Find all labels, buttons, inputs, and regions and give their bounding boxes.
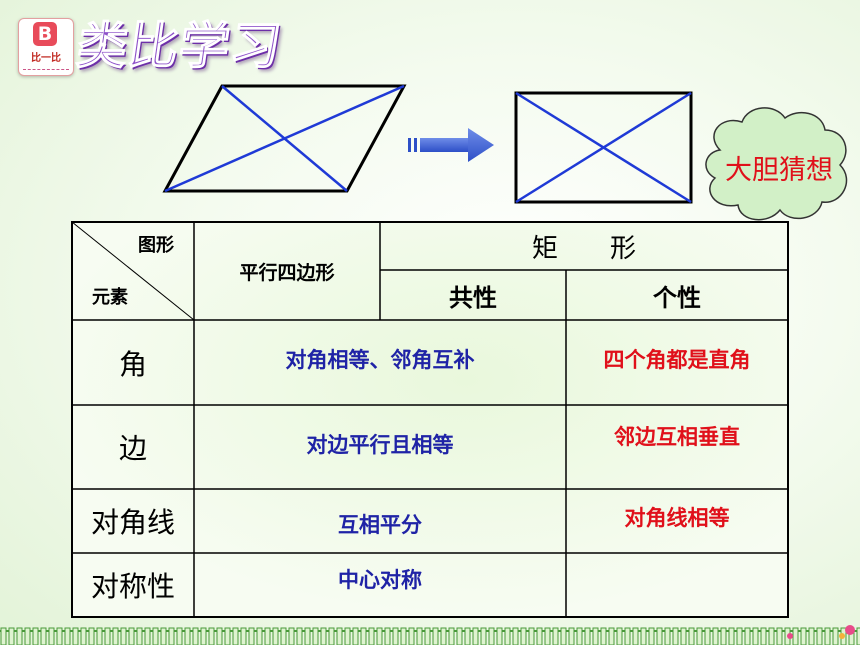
logo: B 比一比 [18,18,74,76]
row-common-side: 对边平行且相等 [306,433,454,457]
row-common-diagonal: 互相平分 [338,513,422,537]
decorative-fence [0,622,860,645]
logo-letter: B [33,22,57,46]
row-individual-diagonal: 对角线相等 [624,506,730,530]
header-rectangle: 矩 形 [531,233,636,264]
header-parallelogram: 平行四边形 [239,261,335,284]
corner-label-shape: 图形 [138,235,174,256]
row-individual-symmetry [566,553,788,617]
row-element-diagonal: 对角线 [90,506,175,539]
corner-label-element: 元素 [92,287,128,308]
row-individual-angle: 四个角都是直角 [603,348,751,372]
comparison-table-grid [71,221,789,618]
logo-underline [23,63,69,70]
rectangle-figure [514,91,693,204]
header-individual: 个性 [653,283,701,312]
header-common: 共性 [449,283,497,312]
row-element-angle: 角 [118,347,147,381]
logo-caption: 比一比 [31,53,61,64]
arrow-right-icon [408,128,494,162]
flower-decoration [787,625,855,639]
row-common-symmetry: 中心对称 [338,568,422,592]
row-individual-side: 邻边互相垂直 [614,425,740,449]
parallelogram-figure [162,84,407,193]
row-common-angle: 对角相等、邻角互补 [285,348,475,372]
guess-cloud-text: 大胆猜想 [725,155,833,186]
row-element-symmetry: 对称性 [90,570,175,603]
row-element-side: 边 [118,432,147,465]
